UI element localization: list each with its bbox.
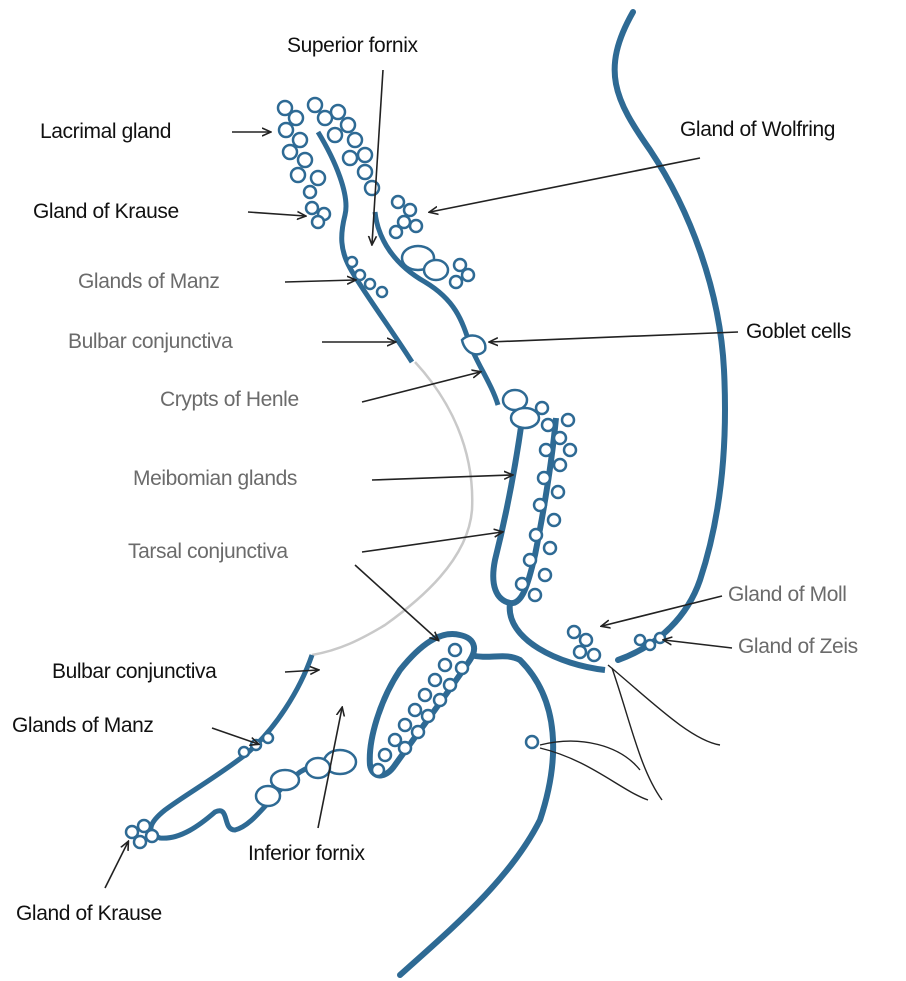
label-gland-of-krause-top: Gland of Krause <box>33 200 179 224</box>
label-crypts-of-henle: Crypts of Henle <box>160 388 299 412</box>
lower-lid-skin <box>400 660 553 975</box>
label-tarsal-conjunctiva: Tarsal conjunctiva <box>128 540 288 564</box>
label-meibomian-glands: Meibomian glands <box>133 467 297 491</box>
bulbar-conjunctiva-line <box>312 362 472 655</box>
label-superior-fornix: Superior fornix <box>287 34 418 58</box>
label-goblet-cells: Goblet cells <box>746 320 851 344</box>
lower-lid-margin <box>470 655 520 660</box>
label-bulbar-conjunctiva-top: Bulbar conjunctiva <box>68 330 232 354</box>
label-lacrimal-gland: Lacrimal gland <box>40 120 171 144</box>
label-gland-of-moll: Gland of Moll <box>728 583 847 607</box>
label-gland-of-krause-bottom: Gland of Krause <box>16 902 162 926</box>
label-glands-of-manz-top: Glands of Manz <box>78 270 219 294</box>
upper-fornix-inner-wall <box>375 212 498 405</box>
label-bulbar-conjunctiva-bottom: Bulbar conjunctiva <box>52 660 216 684</box>
label-inferior-fornix: Inferior fornix <box>248 842 365 866</box>
label-gland-of-wolfring: Gland of Wolfring <box>680 118 835 142</box>
eyelashes <box>540 665 720 800</box>
label-glands-of-manz-bottom: Glands of Manz <box>12 714 153 738</box>
label-gland-of-zeis: Gland of Zeis <box>738 635 858 659</box>
